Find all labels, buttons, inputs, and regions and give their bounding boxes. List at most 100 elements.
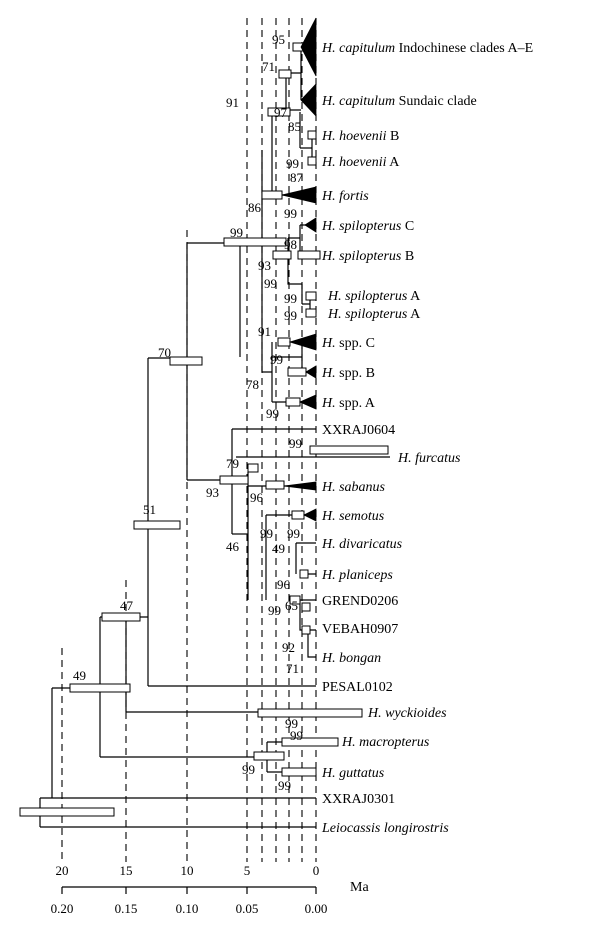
tip-label: H. fortis <box>321 189 369 204</box>
support-value: 92 <box>282 640 295 655</box>
support-value: 99 <box>289 436 302 451</box>
tip-label: H. semotus <box>321 509 385 524</box>
ma-tick-label: 10 <box>181 863 194 878</box>
tip-label-part: H. spilopterus <box>327 307 408 322</box>
ma-tick-label: 20 <box>56 863 69 878</box>
support-value: 99 <box>266 406 279 421</box>
support-value: 65 <box>285 598 298 613</box>
support-value: 97 <box>274 105 288 120</box>
support-value: 46 <box>226 539 240 554</box>
tip-label-part: H. spilopterus <box>321 219 402 234</box>
tip-label-part: A <box>407 289 421 304</box>
tip-label-part: spp. B <box>336 366 375 381</box>
support-value: 96 <box>250 490 264 505</box>
tip-label: H. capitulum Indochinese clades A–E <box>321 41 533 56</box>
tip-label-part: XXRAJ0301 <box>322 792 395 807</box>
support-value: 93 <box>258 258 271 273</box>
tip-label-part: H. <box>321 366 336 381</box>
tip-label-part: B <box>387 129 400 144</box>
tip-label-part: Leiocassis longirostris <box>321 821 449 836</box>
tip-label: GREND0206 <box>322 594 398 609</box>
tip-label-part: H. bongan <box>321 651 381 666</box>
hpd-bars <box>19 42 389 817</box>
time-axis: 20 15 10 5 0 Ma 0.20 0.15 0.10 0.05 0.00 <box>51 863 370 916</box>
tip-label: H. divaricatus <box>321 537 403 552</box>
tip-label-part: H. spilopterus <box>327 289 408 304</box>
support-value: 99 <box>260 526 273 541</box>
support-value: 78 <box>246 377 259 392</box>
ma-tick-label: 15 <box>120 863 133 878</box>
tip-label-part: A <box>387 155 401 170</box>
tip-label-part: H. capitulum <box>321 41 395 56</box>
tip-label-part: C <box>401 219 414 234</box>
tip-label: H. hoevenii B <box>321 129 399 144</box>
ma-tick-label: 0 <box>313 863 320 878</box>
rate-tick-label: 0.05 <box>236 901 259 916</box>
tip-label-part: B <box>401 249 414 264</box>
tip-label: H. spilopterus C <box>321 219 414 234</box>
tip-label: H. sabanus <box>321 480 386 495</box>
rate-tick-label: 0.00 <box>305 901 328 916</box>
support-value: 87 <box>290 170 304 185</box>
tip-label: H. spp. C <box>321 336 375 351</box>
tip-label: H. spilopterus A <box>327 289 421 304</box>
tip-label: H. spilopterus B <box>321 249 414 264</box>
support-value: 99 <box>284 206 297 221</box>
support-value: 99 <box>284 308 297 323</box>
tip-label-part: H. hoevenii <box>321 129 387 144</box>
tip-label: H. bongan <box>321 651 381 666</box>
support-value: 95 <box>272 32 285 47</box>
tip-label: H. hoevenii A <box>321 155 400 170</box>
tip-label-part: H. <box>321 396 336 411</box>
support-value: 99 <box>285 716 298 731</box>
collapsed-clades <box>281 17 317 522</box>
rate-tick-label: 0.20 <box>51 901 74 916</box>
tip-label-part: H. <box>321 336 336 351</box>
tip-label: H. spp. A <box>321 396 376 411</box>
tip-label: H. macropterus <box>341 735 430 750</box>
support-value: 99 <box>290 728 303 743</box>
ma-tick-label: 5 <box>244 863 251 878</box>
support-value: 86 <box>248 200 262 215</box>
tip-label: H. capitulum Sundaic clade <box>321 94 477 109</box>
tip-label-part: H. fortis <box>321 189 369 204</box>
tip-label-part: A <box>407 307 421 322</box>
tip-label: H. spilopterus A <box>327 307 421 322</box>
support-value: 79 <box>226 456 239 471</box>
tip-label: H. planiceps <box>321 568 393 583</box>
support-value: 99 <box>264 276 277 291</box>
tip-label: H. spp. B <box>321 366 375 381</box>
rate-tick-label: 0.10 <box>176 901 199 916</box>
support-value: 85 <box>288 119 301 134</box>
support-value: 96 <box>277 577 291 592</box>
tip-label-part: H. sabanus <box>321 480 386 495</box>
tip-label-part: H. hoevenii <box>321 155 387 170</box>
tip-label-part: H. macropterus <box>341 735 430 750</box>
tip-label-part: VEBAH0907 <box>322 622 398 637</box>
support-value: 98 <box>284 237 297 252</box>
tip-label: H. furcatus <box>397 451 461 466</box>
support-value: 51 <box>143 502 156 517</box>
tip-label-part: H. planiceps <box>321 568 393 583</box>
support-value: 99 <box>230 225 243 240</box>
tip-label: VEBAH0907 <box>322 622 398 637</box>
time-guide-lines <box>61 18 317 862</box>
axis-unit-label: Ma <box>350 880 369 895</box>
tip-label-part: Sundaic clade <box>395 94 477 109</box>
tip-label-part: spp. C <box>336 336 375 351</box>
tip-label-part: H. semotus <box>321 509 385 524</box>
tip-label: H. wyckioides <box>367 706 447 721</box>
rate-tick-label: 0.15 <box>115 901 138 916</box>
tip-label-part: XXRAJ0604 <box>322 423 395 438</box>
support-value: 99 <box>284 291 297 306</box>
tip-label-part: Indochinese clades A–E <box>395 41 533 56</box>
support-value: 49 <box>73 668 86 683</box>
support-value: 99 <box>278 778 291 793</box>
support-value: 99 <box>268 603 281 618</box>
support-value: 91 <box>226 95 239 110</box>
tip-label-part: H. furcatus <box>397 451 461 466</box>
tip-label: H. guttatus <box>321 766 385 781</box>
support-value: 93 <box>206 485 219 500</box>
support-value: 99 <box>287 526 300 541</box>
